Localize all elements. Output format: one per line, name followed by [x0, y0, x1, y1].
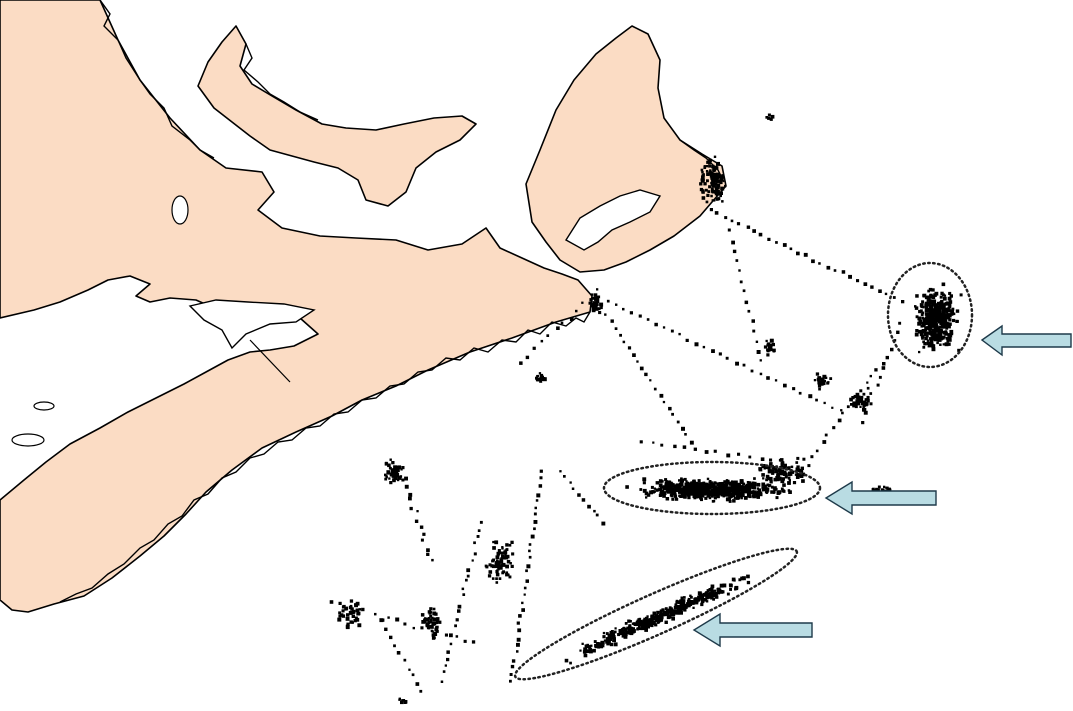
- lake-bras-dor: [565, 189, 662, 251]
- observation-points: [329, 113, 963, 705]
- highlight-ring-south: [513, 547, 799, 681]
- lake-small: [11, 433, 45, 447]
- lake-small: [33, 401, 55, 411]
- arrow-icon: [692, 612, 813, 648]
- highlight-ring-central: [602, 460, 822, 516]
- highlight-ring-northeast: [886, 261, 974, 369]
- bay-minas-basin: [188, 299, 316, 350]
- island-pei: [197, 25, 477, 207]
- lake-small: [171, 195, 189, 225]
- arrow-icon: [824, 480, 937, 516]
- coastline-detail: [59, 0, 725, 603]
- island-cape-breton: [525, 25, 727, 273]
- arrow-icon: [980, 324, 1072, 357]
